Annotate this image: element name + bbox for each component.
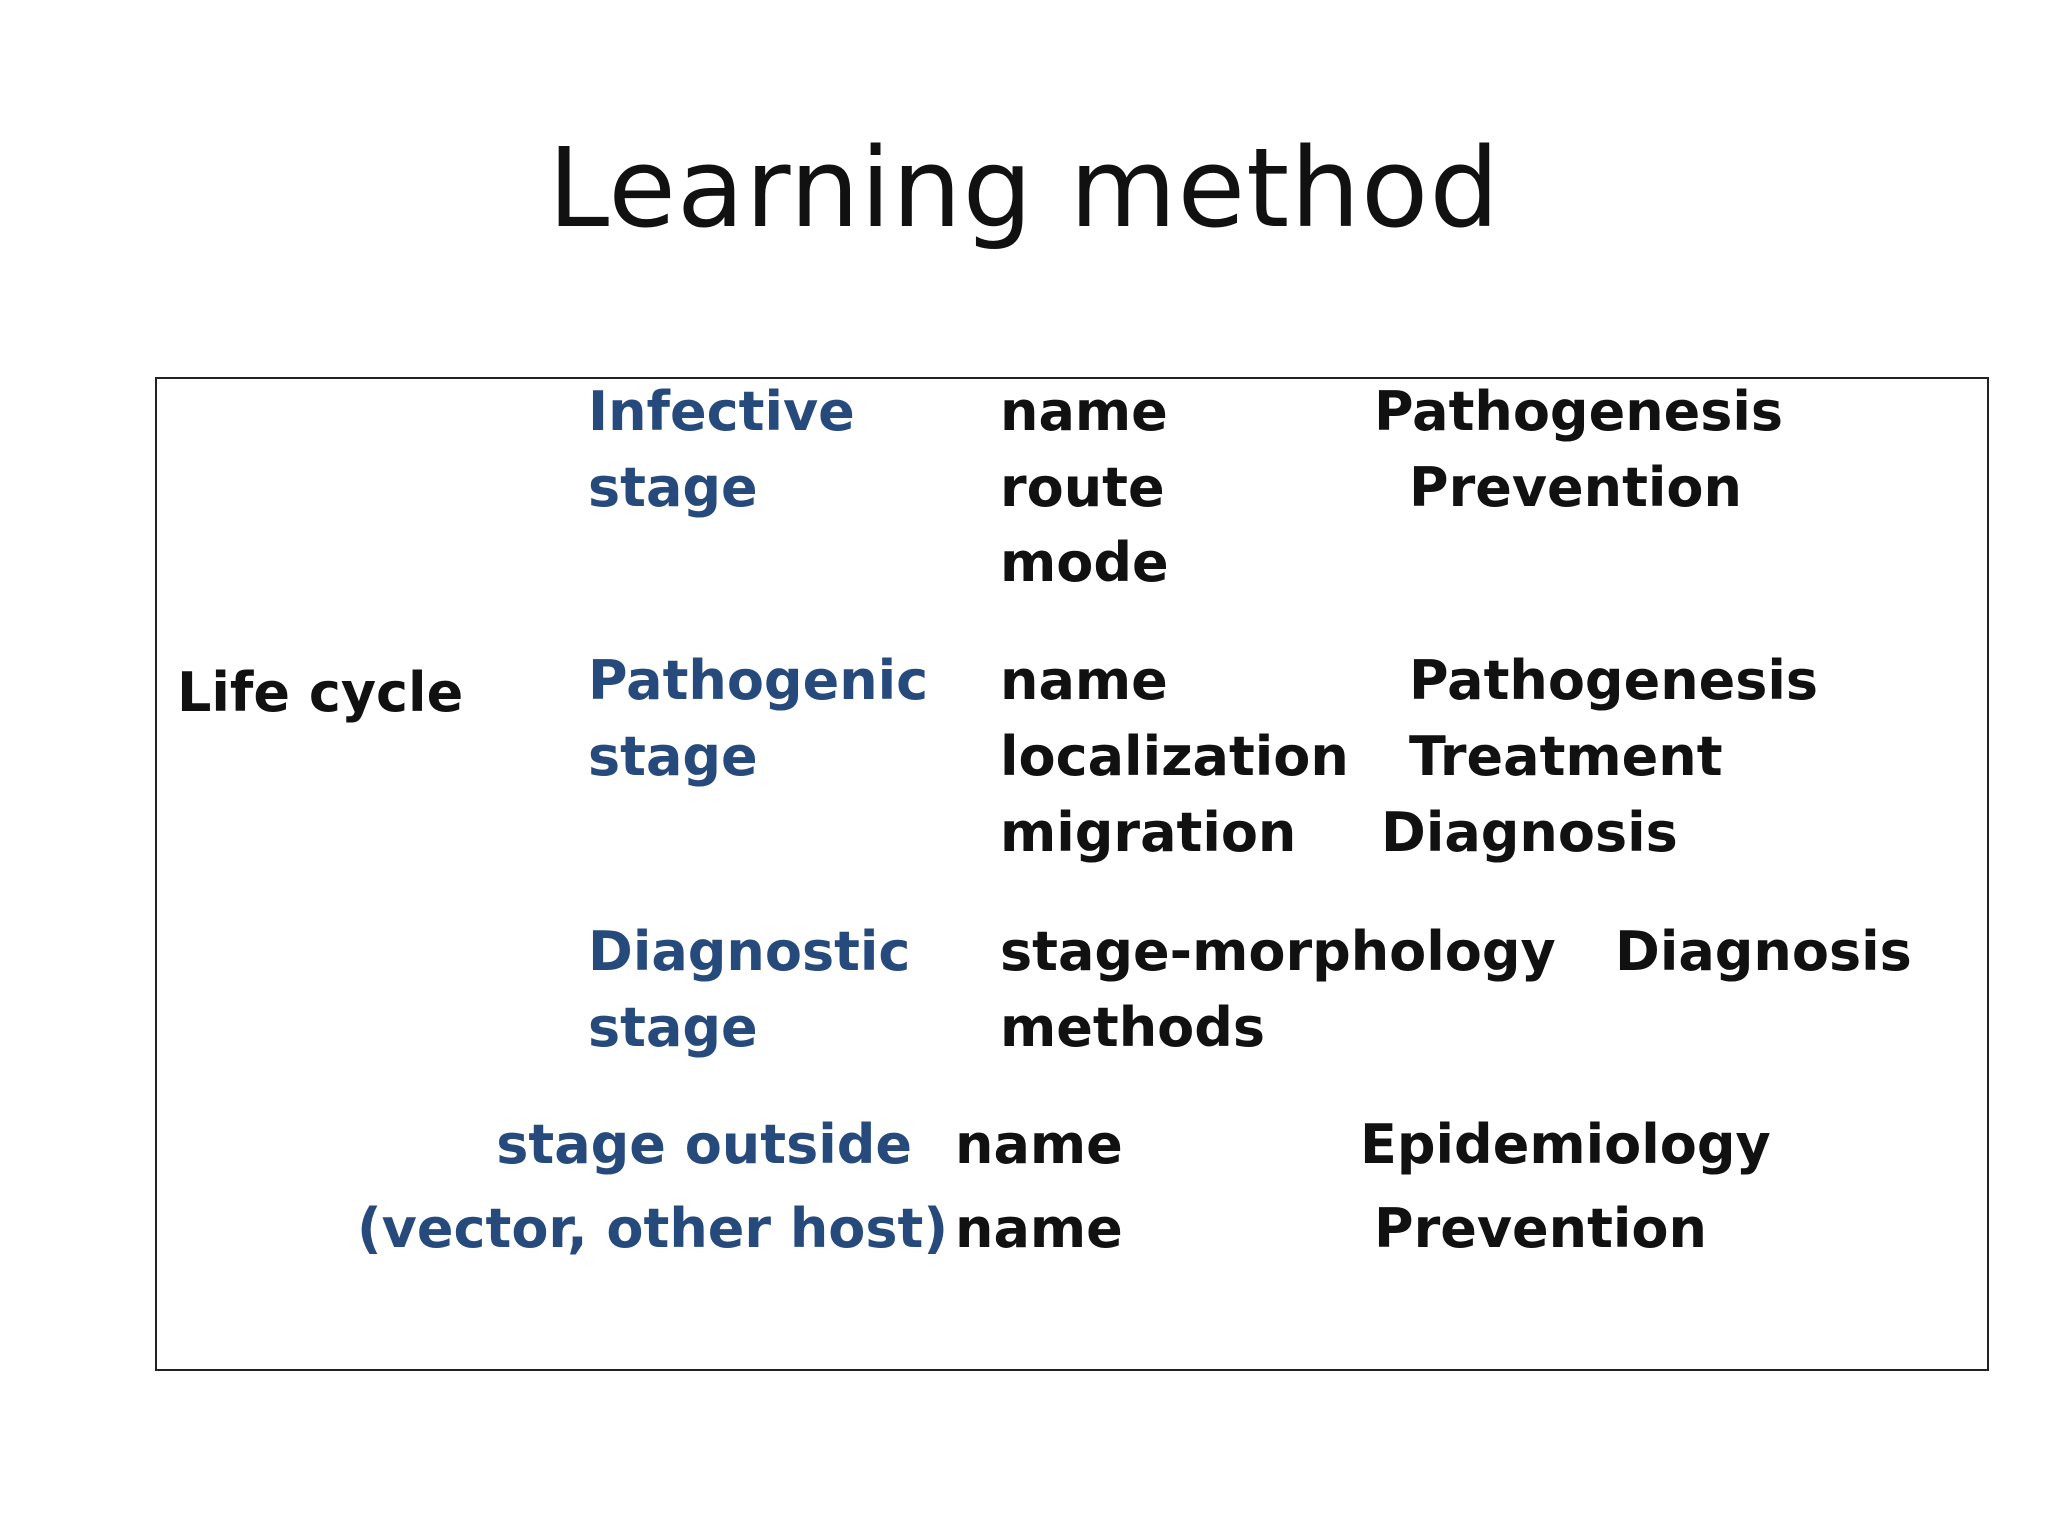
pathogenic-outcome-treatment: Treatment	[1409, 725, 1723, 788]
infective-item-mode: mode	[1000, 531, 1169, 594]
pathogenic-item-localization: localization	[1000, 725, 1349, 788]
infective-outcome-prevention: Prevention	[1409, 456, 1742, 519]
pathogenic-outcome-diagnosis: Diagnosis	[1381, 801, 1678, 864]
diagnostic-stage-label-line2: stage	[588, 996, 758, 1059]
diagnostic-stage-label-line1: Diagnostic	[588, 920, 911, 983]
infective-item-name: name	[1000, 380, 1168, 443]
infective-outcome-pathogenesis: Pathogenesis	[1374, 380, 1784, 443]
pathogenic-stage-label-line2: stage	[588, 725, 758, 788]
outside-outcome-prevention: Prevention	[1374, 1197, 1707, 1260]
infective-item-route: route	[1000, 456, 1165, 519]
life-cycle-label: Life cycle	[177, 661, 464, 724]
outside-stage-label-line2: (vector, other host)	[357, 1197, 949, 1260]
content-box: Life cycle Infective stage name route mo…	[155, 377, 1989, 1371]
diagnostic-outcome-diagnosis: Diagnosis	[1615, 920, 1912, 983]
infective-stage-label-line1: Infective	[588, 380, 855, 443]
outside-outcome-epidemiology: Epidemiology	[1360, 1113, 1771, 1176]
slide-title: Learning method	[547, 124, 1501, 252]
diagnostic-item-stage-morphology: stage-morphology	[1000, 920, 1556, 983]
outside-stage-label-line1: stage outside	[496, 1113, 912, 1176]
pathogenic-outcome-pathogenesis: Pathogenesis	[1409, 649, 1819, 712]
diagnostic-item-methods: methods	[1000, 996, 1266, 1059]
outside-item-name-2: name	[955, 1197, 1123, 1260]
pathogenic-stage-label-line1: Pathogenic	[588, 649, 929, 712]
pathogenic-item-name: name	[1000, 649, 1168, 712]
pathogenic-item-migration: migration	[1000, 801, 1297, 864]
outside-item-name-1: name	[955, 1113, 1123, 1176]
infective-stage-label-line2: stage	[588, 456, 758, 519]
